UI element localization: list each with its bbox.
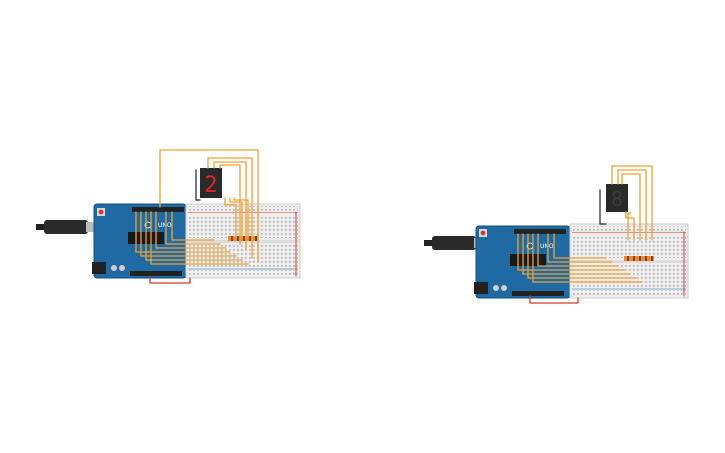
digital-header xyxy=(514,229,566,234)
wires-power[interactable] xyxy=(529,189,685,304)
wires-power[interactable] xyxy=(149,169,297,284)
display-digit: 2 xyxy=(204,173,217,198)
resistor-bank[interactable] xyxy=(228,236,258,241)
analog-header xyxy=(512,291,564,296)
digital-header xyxy=(132,207,184,212)
display-digit: 8 xyxy=(611,187,623,211)
circuit-left: UNO 2 xyxy=(36,149,301,284)
power-jack xyxy=(474,282,488,294)
wires-orange[interactable] xyxy=(135,149,259,265)
reset-button[interactable] xyxy=(98,209,104,215)
power-jack xyxy=(92,262,106,274)
board-label: UNO xyxy=(158,222,172,229)
reset-button[interactable] xyxy=(480,230,486,236)
analog-header xyxy=(130,271,182,276)
wires-orange[interactable] xyxy=(517,165,653,283)
board-label: UNO xyxy=(540,243,554,250)
seven-segment-display[interactable]: 2 xyxy=(200,168,222,198)
breadboard[interactable] xyxy=(185,203,301,279)
seven-segment-display[interactable]: 8 xyxy=(606,184,628,212)
resistor-bank[interactable] xyxy=(624,256,654,261)
circuit-right: UNO 8 xyxy=(424,165,689,304)
